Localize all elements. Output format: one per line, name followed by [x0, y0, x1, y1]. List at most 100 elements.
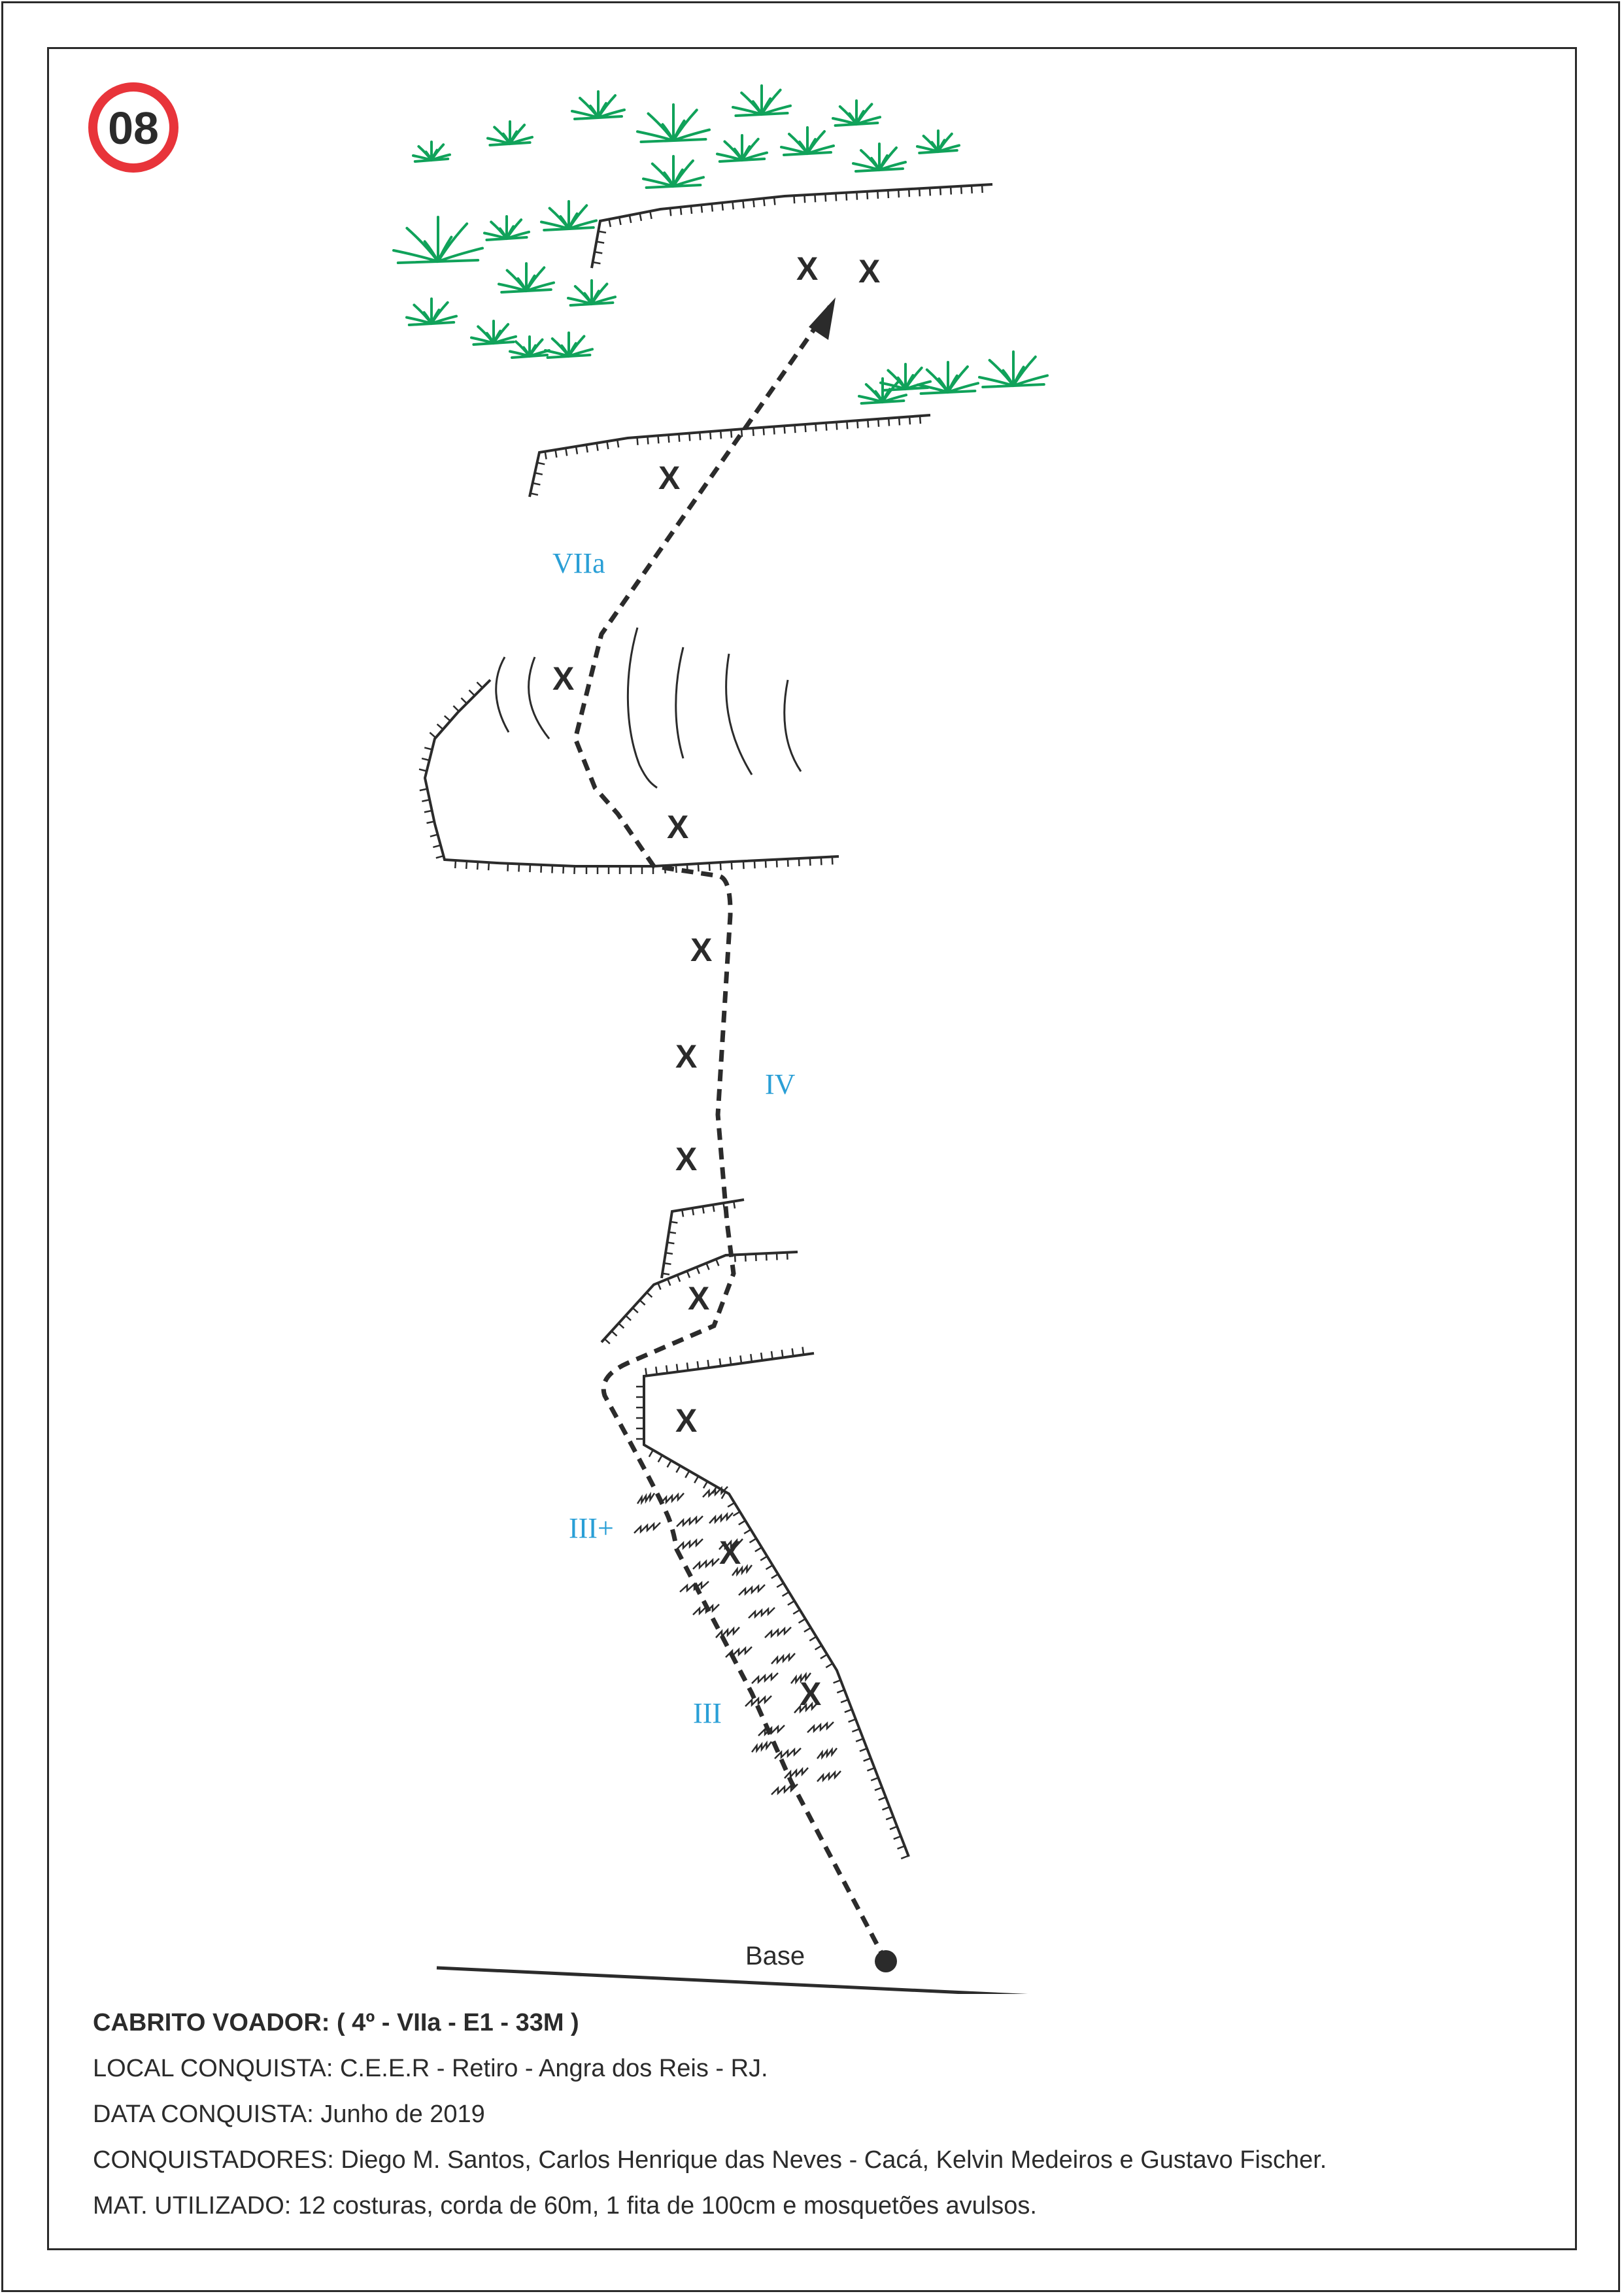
slab-mark-icon [771, 1652, 796, 1665]
crack-icon [626, 627, 658, 789]
topo-number-badge: 08 [88, 82, 178, 173]
route-title: CABRITO VOADOR: ( 4º - VIIa - E1 - 33M ) [93, 2009, 579, 2036]
rock-ledges [418, 183, 993, 1860]
slab-mark-icon [817, 1747, 837, 1760]
bolt-x-icon: X [675, 1141, 697, 1177]
badge-ring-icon [88, 82, 178, 173]
grass-tuft-icon [540, 200, 598, 231]
ledge-icon [636, 1347, 910, 1860]
topo-number: 08 [108, 103, 159, 154]
slab-mark-icon [745, 1695, 772, 1708]
bolt-x-icon: X [552, 660, 574, 697]
grass-tuft-icon [917, 361, 979, 395]
slab-mark-icon [817, 1770, 841, 1783]
crack-icon [725, 653, 753, 775]
inner-frame [47, 47, 1577, 2250]
slab-mark-icon [676, 1515, 703, 1528]
crack-icon [495, 656, 510, 733]
ledge-icon [528, 414, 931, 498]
slab-mark-icon [692, 1557, 720, 1570]
crack-icon [528, 656, 550, 739]
slab-mark-icon [715, 1626, 740, 1639]
bolt-x-icon: X [800, 1676, 821, 1712]
grass-tuft-icon [732, 84, 792, 117]
slab-mark-icon [676, 1538, 703, 1551]
grass-tuft-icon [642, 155, 705, 189]
grass-tuft-icon [544, 331, 594, 359]
route-info: CABRITO VOADOR: ( 4º - VIIa - E1 - 33M )… [93, 2010, 1531, 2239]
slab-mark-icon [751, 1672, 779, 1685]
slab-mark-icon [702, 1485, 728, 1498]
route-date: DATA CONQUISTA: Junho de 2019 [93, 2101, 485, 2128]
route-local: LOCAL CONQUISTA: C.E.E.R - Retiro - Angr… [93, 2055, 768, 2082]
grade-iii: III [693, 1697, 722, 1729]
grass-tuft-icon [412, 141, 451, 163]
route-line [573, 304, 888, 1963]
grass-tuft-icon [978, 350, 1049, 388]
route-topo: 08 Base X X X X X X X X X X X X VIIa IV … [88, 82, 1049, 1994]
grass-tuft-icon [498, 262, 555, 294]
arrow-head-icon [809, 297, 836, 340]
bolt-x-icon: X [719, 1534, 741, 1571]
base-point-icon [875, 1950, 897, 1972]
grass-tuft-icon [483, 215, 530, 241]
grass-tuft-icon [470, 320, 517, 346]
grass-tuft-icon [636, 103, 711, 143]
slab-mark-icon [660, 1492, 685, 1505]
crack-lines [495, 627, 802, 789]
slab-mark-icon [771, 1783, 798, 1796]
slab-mark-icon [764, 1626, 792, 1639]
slab-mark-icon [758, 1724, 785, 1737]
bolts: X X X X X X X X X X X X [552, 250, 880, 1712]
ledge-icon [418, 679, 839, 874]
bolt-x-icon: X [675, 1038, 697, 1075]
ledge-icon [590, 183, 993, 269]
base-label: Base [745, 1942, 805, 1970]
slab-mark-icon [794, 1701, 819, 1714]
ground-line [436, 1966, 1028, 1994]
slab-mark-icon [732, 1564, 753, 1577]
grass-tuft-icon [916, 129, 960, 154]
slab-mark-icon [807, 1721, 834, 1734]
slab-mark-icon [719, 1538, 743, 1551]
ledge-icon [600, 1251, 798, 1345]
slab-mark-icon [709, 1511, 734, 1525]
grass-tuft-icon [852, 143, 907, 173]
route-material: MAT. UTILIZADO: 12 costuras, corda de 60… [93, 2192, 1037, 2220]
grass-tuft-icon [567, 279, 617, 307]
grass-tuft-icon [405, 297, 458, 326]
anchor-bolt-icon: X [796, 250, 818, 287]
bolt-x-icon: X [675, 1402, 697, 1439]
bolt-x-icon: X [690, 932, 712, 968]
slab-mark-icon [738, 1583, 766, 1596]
grass-tuft-icon [392, 216, 484, 264]
slab-mark-icon [751, 1740, 772, 1753]
slab-mark-icon [725, 1646, 753, 1659]
bolt-x-icon: X [667, 809, 688, 845]
crack-icon [675, 647, 685, 759]
slab-mark-icon [634, 1521, 661, 1534]
bolt-x-icon: X [658, 460, 680, 496]
slab-mark-icon [774, 1747, 802, 1760]
vegetation [392, 84, 1049, 405]
slab-mark-icon [636, 1491, 656, 1506]
grass-tuft-icon [509, 335, 550, 359]
grass-tuft-icon [832, 99, 881, 127]
grade-viia: VIIa [552, 547, 605, 579]
slab-mark-icon [790, 1672, 811, 1685]
grass-tuft-icon [879, 363, 932, 392]
slab-texture [634, 1485, 841, 1796]
grade-iv: IV [765, 1068, 796, 1100]
grade-iii-plus: III+ [569, 1512, 614, 1544]
anchor-bolt-icon: X [858, 253, 880, 290]
grass-tuft-icon [716, 134, 768, 163]
slab-mark-icon [784, 1766, 809, 1780]
route-conquerors: CONQUISTADORES: Diego M. Santos, Carlos … [93, 2146, 1327, 2174]
grass-tuft-icon [486, 120, 533, 146]
crack-icon [783, 679, 802, 772]
grass-tuft-icon [571, 90, 626, 120]
bolt-x-icon: X [688, 1280, 709, 1317]
slab-mark-icon [748, 1606, 775, 1619]
grass-tuft-icon [780, 126, 835, 156]
